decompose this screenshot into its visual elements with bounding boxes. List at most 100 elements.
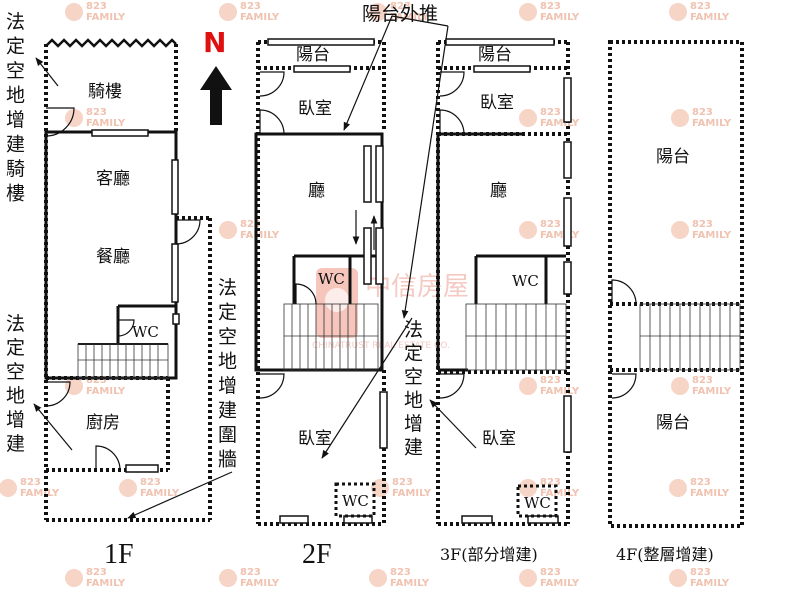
floor-4-plan: 陽台 陽台 4F(整層增建)	[608, 40, 744, 564]
floor-1-side-note-char: 空	[6, 361, 25, 383]
floor-4-back-balcony-label: 陽台	[656, 413, 690, 433]
watermark-logo-icon	[219, 569, 237, 587]
watermark-brand-number: 823	[240, 219, 261, 230]
watermark-brand-name: FAMILY	[390, 12, 430, 23]
watermark-brand-name: FAMILY	[690, 578, 730, 589]
floor-3-wc-back-label: WC	[524, 494, 551, 512]
floor-2-fence-note-char: 定	[218, 302, 237, 324]
floor-1-dining-room-label: 餐廳	[96, 247, 130, 267]
floor-1-front-window	[91, 129, 149, 137]
watermark-logo-icon	[119, 479, 137, 497]
floor-2-back-bedroom-label: 臥室	[298, 429, 332, 449]
watermark-brand-number: 823	[540, 219, 561, 230]
watermark-brand-name: FAMILY	[86, 12, 126, 23]
floor-2-balcony-bedroom-label: 臥室	[298, 99, 332, 119]
watermark-brand-number: 823	[690, 1, 711, 12]
floor-4-title: 4F(整層增建)	[616, 545, 714, 564]
floor-2-wc-back-label: WC	[342, 492, 369, 510]
watermark-brand-name: FAMILY	[690, 488, 730, 499]
watermark-logo-icon	[519, 569, 537, 587]
watermark-brand-name: FAMILY	[540, 118, 580, 129]
floor-3-side-note-char: 定	[404, 343, 423, 365]
floor-1-arcade-note-char: 地	[6, 85, 25, 107]
watermark-logo-icon	[219, 221, 237, 239]
watermark-brand-name: FAMILY	[540, 12, 580, 23]
watermark-brand-number: 823	[140, 477, 161, 488]
north-arrow: N	[200, 26, 232, 125]
floor-1-kitchen-window	[125, 464, 159, 473]
watermark-logo-icon	[65, 3, 83, 21]
watermark-brand-name: FAMILY	[690, 12, 730, 23]
floor-3-title: 3F(部分增建)	[440, 545, 538, 564]
floor-3-side-note-char: 增	[404, 413, 423, 435]
floor-3-side-note-char: 建	[404, 437, 423, 459]
floor-3-side-note-char: 空	[404, 366, 423, 388]
watermark-brand-number: 823	[390, 1, 411, 12]
watermark-logo-icon	[671, 109, 689, 127]
watermark-brand-name: FAMILY	[692, 230, 732, 241]
watermark-brand-number: 823	[692, 219, 713, 230]
floor-3-front-bedroom-label: 臥室	[480, 93, 514, 113]
watermark-brand-number: 823	[390, 567, 411, 578]
floor-2-balcony-label: 陽台	[296, 45, 330, 65]
watermark-brand-number: 823	[86, 1, 107, 12]
north-label: N	[203, 26, 226, 59]
watermark-brand-name: FAMILY	[86, 578, 126, 589]
floor-1-side-note-char: 法	[6, 313, 25, 335]
watermark-brand-number: 823	[86, 107, 107, 118]
floor-2-wc-box	[334, 482, 376, 518]
watermark-brand-name: FAMILY	[692, 386, 732, 397]
floor-1-kitchen-label: 廚房	[86, 412, 120, 433]
watermark-brand-number: 823	[540, 477, 561, 488]
watermark-logo-icon	[369, 569, 387, 587]
floor-1-wc-label: WC	[132, 323, 159, 341]
floor-1-arcade-note-char: 建	[6, 134, 25, 156]
floor-1-plan: 騎樓 客廳 餐廳 WC 廚房 1F	[44, 38, 212, 570]
floor-3-hall-label: 廳	[490, 181, 507, 201]
floor-2-balcony-push-out-note: 陽台外推	[362, 3, 438, 25]
floor-1-side-note-char: 增	[6, 409, 25, 431]
watermark-brand-number: 823	[692, 107, 713, 118]
floor-3-hall-walls	[436, 132, 566, 372]
floor-1-arcade-note-char: 樓	[6, 183, 25, 205]
watermark-brand-number: 823	[692, 375, 713, 386]
watermark-brand-name: FAMILY	[392, 488, 432, 499]
watermark-logo-icon	[669, 569, 687, 587]
floor-3-wc-mid-label: WC	[512, 272, 539, 290]
floor-1-side-window-2	[171, 243, 179, 303]
watermark-brand-name: FAMILY	[540, 386, 580, 397]
floor-2-wc-mid-label: WC	[318, 270, 345, 288]
watermark-brand-number: 823	[20, 477, 41, 488]
floor-2-plan: 臥室 陽台 廳 WC 臥室 WC 陽台外推 2F	[254, 3, 438, 570]
floor-4-outline	[608, 40, 744, 528]
watermark-logo-icon	[519, 109, 537, 127]
watermark-brand-name: FAMILY	[240, 578, 280, 589]
watermark-brand-number: 823	[86, 567, 107, 578]
watermark-brand-name: FAMILY	[240, 12, 280, 23]
floor-1-zigzag-edge	[45, 38, 177, 48]
watermark-brand-number: 823	[240, 1, 261, 12]
watermark-logo-icon	[369, 3, 387, 21]
floor-1-front-door-swing	[45, 107, 75, 137]
floor-1-side-note-char: 定	[6, 337, 25, 359]
floor-1-arcade-note-char: 定	[6, 36, 25, 58]
watermark-brand-name: FAMILY	[20, 488, 60, 499]
watermark-brand-number: 823	[240, 567, 261, 578]
floor-4-front-balcony-label: 陽台	[656, 147, 690, 167]
floor-3-plan: 陽台 臥室 廳 WC 臥室 WC 3F(部分增建)	[436, 38, 572, 564]
watermark-brand-number: 823	[540, 567, 561, 578]
watermark-logo-icon	[519, 3, 537, 21]
floor-1-arcade-note-char: 騎	[6, 158, 25, 180]
watermark-logo-icon	[519, 377, 537, 395]
floor-2-fence-note-char: 建	[218, 400, 237, 422]
floor-3-back-bedroom-label: 臥室	[482, 429, 516, 449]
floor-3-balcony-label: 陽台	[478, 45, 512, 65]
floor-3-balcony-rail	[445, 38, 555, 46]
watermark-brand-number: 823	[540, 375, 561, 386]
floor-2-fence-note-char: 牆	[218, 449, 237, 471]
watermark-logo-icon	[65, 569, 83, 587]
